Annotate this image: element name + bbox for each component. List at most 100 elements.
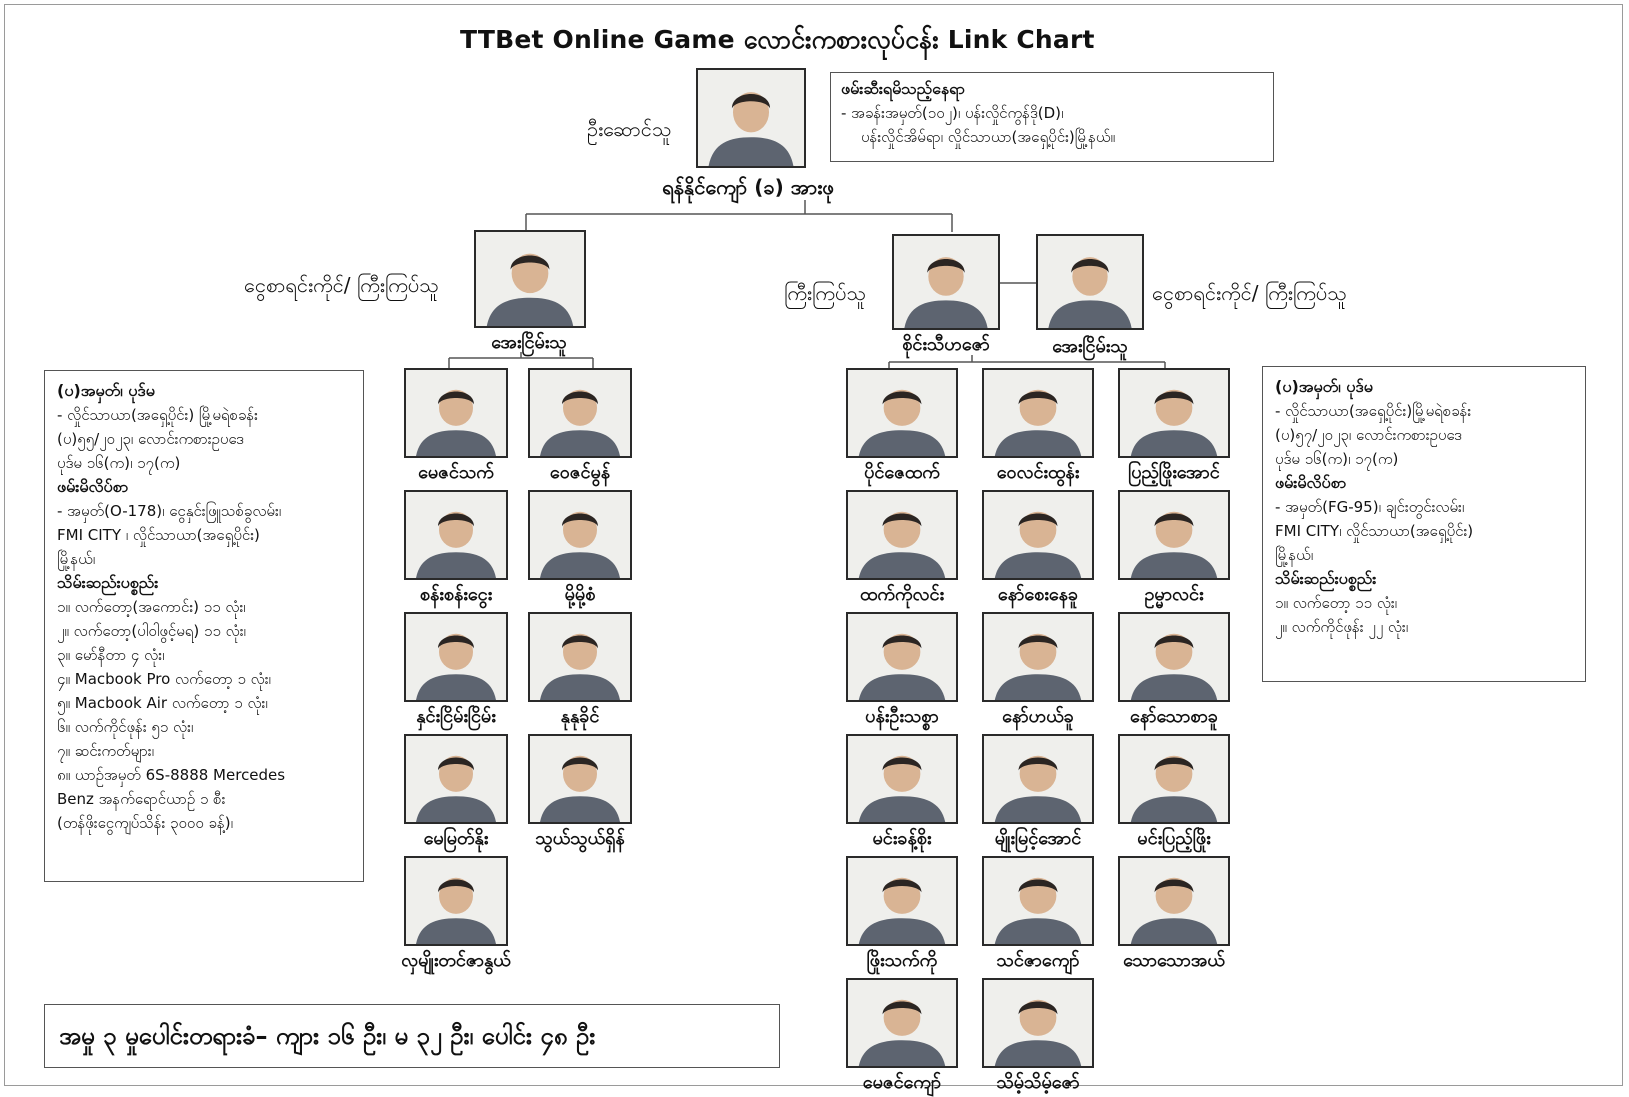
case-line: (ပ)၅၅/၂၀၂၃၊ လောင်းကစားဥပဒေ: [57, 430, 244, 448]
right-case-lines: - လှိုင်သာယာ(အရှေ့ပိုင်း)မြို့မရဲစခန်း (…: [1275, 399, 1573, 471]
summary-box: အမှု ၃ မှုပေါင်းတရားခံ– ကျား ၁၆ ဦး၊ မ ၃၂…: [44, 1004, 780, 1068]
right-member-photo: [846, 612, 958, 702]
left-seized-lines: ၁။ လက်တော့(အကောင်း) ၁၁ လုံး၊ ၂။ လက်တော့(…: [57, 595, 351, 835]
right-member-name: သင်ဇာကျော်: [996, 950, 1080, 971]
address-line: မြို့နယ်၊: [57, 550, 96, 568]
right-case-heading: (ပ)အမှတ်၊ ပုဒ်မ: [1275, 377, 1373, 396]
arrest-place-heading: ဖမ်းဆီးရမိသည့်နေရာ: [841, 79, 965, 98]
address-line: - အမှတ်(FG-95)၊ ချင်းတွင်းလမ်း၊: [1275, 498, 1465, 516]
seized-line: Benz အနက်ရောင်ယာဉ် ၁ စီး: [57, 790, 226, 808]
left-member-photo: [528, 734, 632, 824]
right-supervisor-name: စိုင်းသီဟဇော်: [902, 334, 990, 355]
right-member-photo: [982, 734, 1094, 824]
left-member-name: သွယ်သွယ်ရှိန်: [535, 828, 625, 849]
seized-line: ၄။ Macbook Pro လက်တော့ ၁ လုံး၊: [57, 670, 271, 688]
right-member-photo: [982, 856, 1094, 946]
right-member-photo: [1118, 368, 1230, 458]
left-member-photo: [528, 368, 632, 458]
seized-line: ၇။ ဆင်းကတ်များ၊: [57, 742, 154, 760]
right-member-photo: [1118, 734, 1230, 824]
case-line: ပုဒ်မ ၁၆(က)၊ ၁၇(က): [57, 454, 181, 472]
left-member-photo: [404, 612, 508, 702]
right-member-name: သိမ့်သိမ့်ဇော်: [996, 1072, 1080, 1093]
leader-photo: [696, 68, 806, 168]
case-line: ပုဒ်မ ၁၆(က)၊ ၁၇(က): [1275, 450, 1399, 468]
right-member-name: ပိုင်ဇေထက်: [864, 462, 940, 483]
right-member-photo: [846, 856, 958, 946]
seized-line: (တန်ဖိုးငွေကျပ်သိန်း ၃၀၀၀ ခန့်)၊: [57, 814, 233, 832]
right-member-name: နော်သောစာခူ: [1129, 706, 1219, 727]
left-member-name: မို့မို့စံ: [564, 584, 596, 605]
left-member-photo: [404, 368, 508, 458]
right-member-name: မျိုးမြင့်အောင်: [994, 828, 1082, 849]
seized-line: ၂။ လက်တော့(ပါဝါဖွင့်မရ) ၁၁ လုံး၊: [57, 622, 246, 640]
right-address-heading: ဖမ်းမိလိပ်စာ: [1275, 473, 1347, 492]
left-member-name: စန်းစန်းငွေး: [419, 584, 493, 605]
right-member-photo: [1118, 612, 1230, 702]
left-member-name: နှင်းငြိမ်းငြိမ်း: [416, 706, 496, 727]
left-member-photo: [528, 612, 632, 702]
right-case-box: (ပ)အမှတ်၊ ပုဒ်မ - လှိုင်သာယာ(အရှေ့ပိုင်း…: [1262, 366, 1586, 682]
seized-line: ၂။ လက်ကိုင်ဖုန်း ၂၂ လုံး၊: [1275, 618, 1409, 636]
arrest-place-box: ဖမ်းဆီးရမိသည့်နေရာ - အခန်းအမှတ်(၁၀၂)၊ ပန…: [830, 72, 1274, 162]
left-case-heading: (ပ)အမှတ်၊ ပုဒ်မ: [57, 381, 155, 400]
leader-name: ရန်နိုင်ကျော် (ခ) အားဖု: [662, 175, 834, 199]
seized-line: ၃။ မော်နီတာ ၄ လုံး၊: [57, 646, 165, 664]
right-supervisor-role: ကြီးကြပ်သူ: [784, 281, 866, 305]
address-line: မြို့နယ်၊: [1275, 546, 1314, 564]
left-member-photo: [404, 734, 508, 824]
right-member-name: မင်းခန့်စိုး: [872, 828, 932, 849]
case-line: - လှိုင်သာယာ(အရှေ့ပိုင်း) မြို့မရဲစခန်း: [57, 406, 258, 424]
right-member-photo: [846, 490, 958, 580]
left-case-lines: - လှိုင်သာယာ(အရှေ့ပိုင်း) မြို့မရဲစခန်း …: [57, 403, 351, 475]
left-accountant-photo: [474, 230, 586, 328]
right-supervisor-photo: [892, 234, 1000, 330]
right-member-photo: [982, 612, 1094, 702]
right-member-name: မေဇင်ကျော်: [862, 1072, 942, 1093]
seized-line: ၈။ ယာဉ်အမှတ် 6S-8888 Mercedes: [57, 766, 286, 784]
case-line: (ပ)၅၇/၂၀၂၃၊ လောင်းကစားဥပဒေ: [1275, 426, 1462, 444]
address-line: - အမှတ်(O-178)၊ ငွေနှင်းဖြူသစ်ခွလမ်း၊: [57, 502, 282, 520]
left-member-photo: [528, 490, 632, 580]
left-member-photo: [404, 856, 508, 946]
right-member-name: ထက်ကိုလင်း: [859, 584, 945, 605]
right-member-photo: [1118, 490, 1230, 580]
right-member-photo: [846, 978, 958, 1068]
right-member-name: နော်စေးနေခူ: [997, 584, 1079, 605]
right-member-name: မင်းပြည့်ဖြိုး: [1137, 828, 1211, 849]
left-seized-heading: သိမ်းဆည်းပစ္စည်း: [57, 573, 159, 592]
right-member-photo: [846, 734, 958, 824]
right-member-photo: [846, 368, 958, 458]
left-member-name: နုနုခိုင်: [560, 706, 600, 727]
right-member-photo: [982, 978, 1094, 1068]
left-accountant-role: ငွေစာရင်းကိုင်/ ကြီးကြပ်သူ: [244, 273, 439, 297]
right-seized-lines: ၁။ လက်တော့ ၁၁ လုံး၊ ၂။ လက်ကိုင်ဖုန်း ၂၂ …: [1275, 591, 1573, 639]
leader-role: ဦးဆောင်သူ: [587, 117, 672, 141]
left-case-box: (ပ)အမှတ်၊ ပုဒ်မ - လှိုင်သာယာ(အရှေ့ပိုင်း…: [44, 370, 364, 882]
left-accountant-name: အေးငြိမ်းသူ: [491, 332, 567, 353]
right-member-name: ဖြိုးသက်ကို: [866, 950, 938, 971]
right-member-name: သောသောအယ်: [1123, 950, 1225, 971]
arrest-place-line: - အခန်းအမှတ်(၁၀၂)၊ ပန်းလှိုင်ကွန်ဒို(D)၊: [841, 104, 1064, 122]
right-accountant-photo: [1036, 234, 1144, 330]
right-member-name: ပန်းဦးသစ္စာ: [865, 706, 939, 727]
seized-line: ၅။ Macbook Air လက်တော့ ၁ လုံး၊: [57, 694, 268, 712]
address-line: FMI CITY၊ လှိုင်သာယာ(အရှေ့ပိုင်း): [1275, 522, 1474, 540]
chart-title: TTBet Online Game လောင်းကစားလုပ်ငန်း Lin…: [460, 25, 1095, 54]
arrest-place-line: ပန်းလှိုင်အိမ်ရာ၊ လှိုင်သာယာ(အရှေ့ပိုင်း…: [861, 128, 1116, 146]
left-address-heading: ဖမ်းမိလိပ်စာ: [57, 477, 129, 496]
right-member-name: ဝေလင်းထွန်း: [996, 462, 1080, 483]
chart-frame: [4, 4, 1623, 1086]
right-member-name: ဥမ္မာလင်း: [1144, 584, 1204, 605]
right-accountant-role: ငွေစာရင်းကိုင်/ ကြီးကြပ်သူ: [1152, 281, 1347, 305]
right-seized-heading: သိမ်းဆည်းပစ္စည်း: [1275, 569, 1377, 588]
left-member-name: မေမြတ်နိုး: [423, 828, 489, 849]
left-member-name: ဝေဇင်မွန်: [549, 462, 611, 483]
right-member-name: ပြည့်ဖြိုးအောင်: [1128, 462, 1220, 483]
right-member-photo: [1118, 856, 1230, 946]
left-member-name: လှမျိုးတင်ဇာနွယ်: [401, 950, 511, 971]
seized-line: ၆။ လက်ကိုင်ဖုန်း ၅၁ လုံး၊: [57, 718, 194, 736]
seized-line: ၁။ လက်တော့(အကောင်း) ၁၁ လုံး၊: [57, 598, 246, 616]
right-member-photo: [982, 490, 1094, 580]
seized-line: ၁။ လက်တော့ ၁၁ လုံး၊: [1275, 594, 1398, 612]
